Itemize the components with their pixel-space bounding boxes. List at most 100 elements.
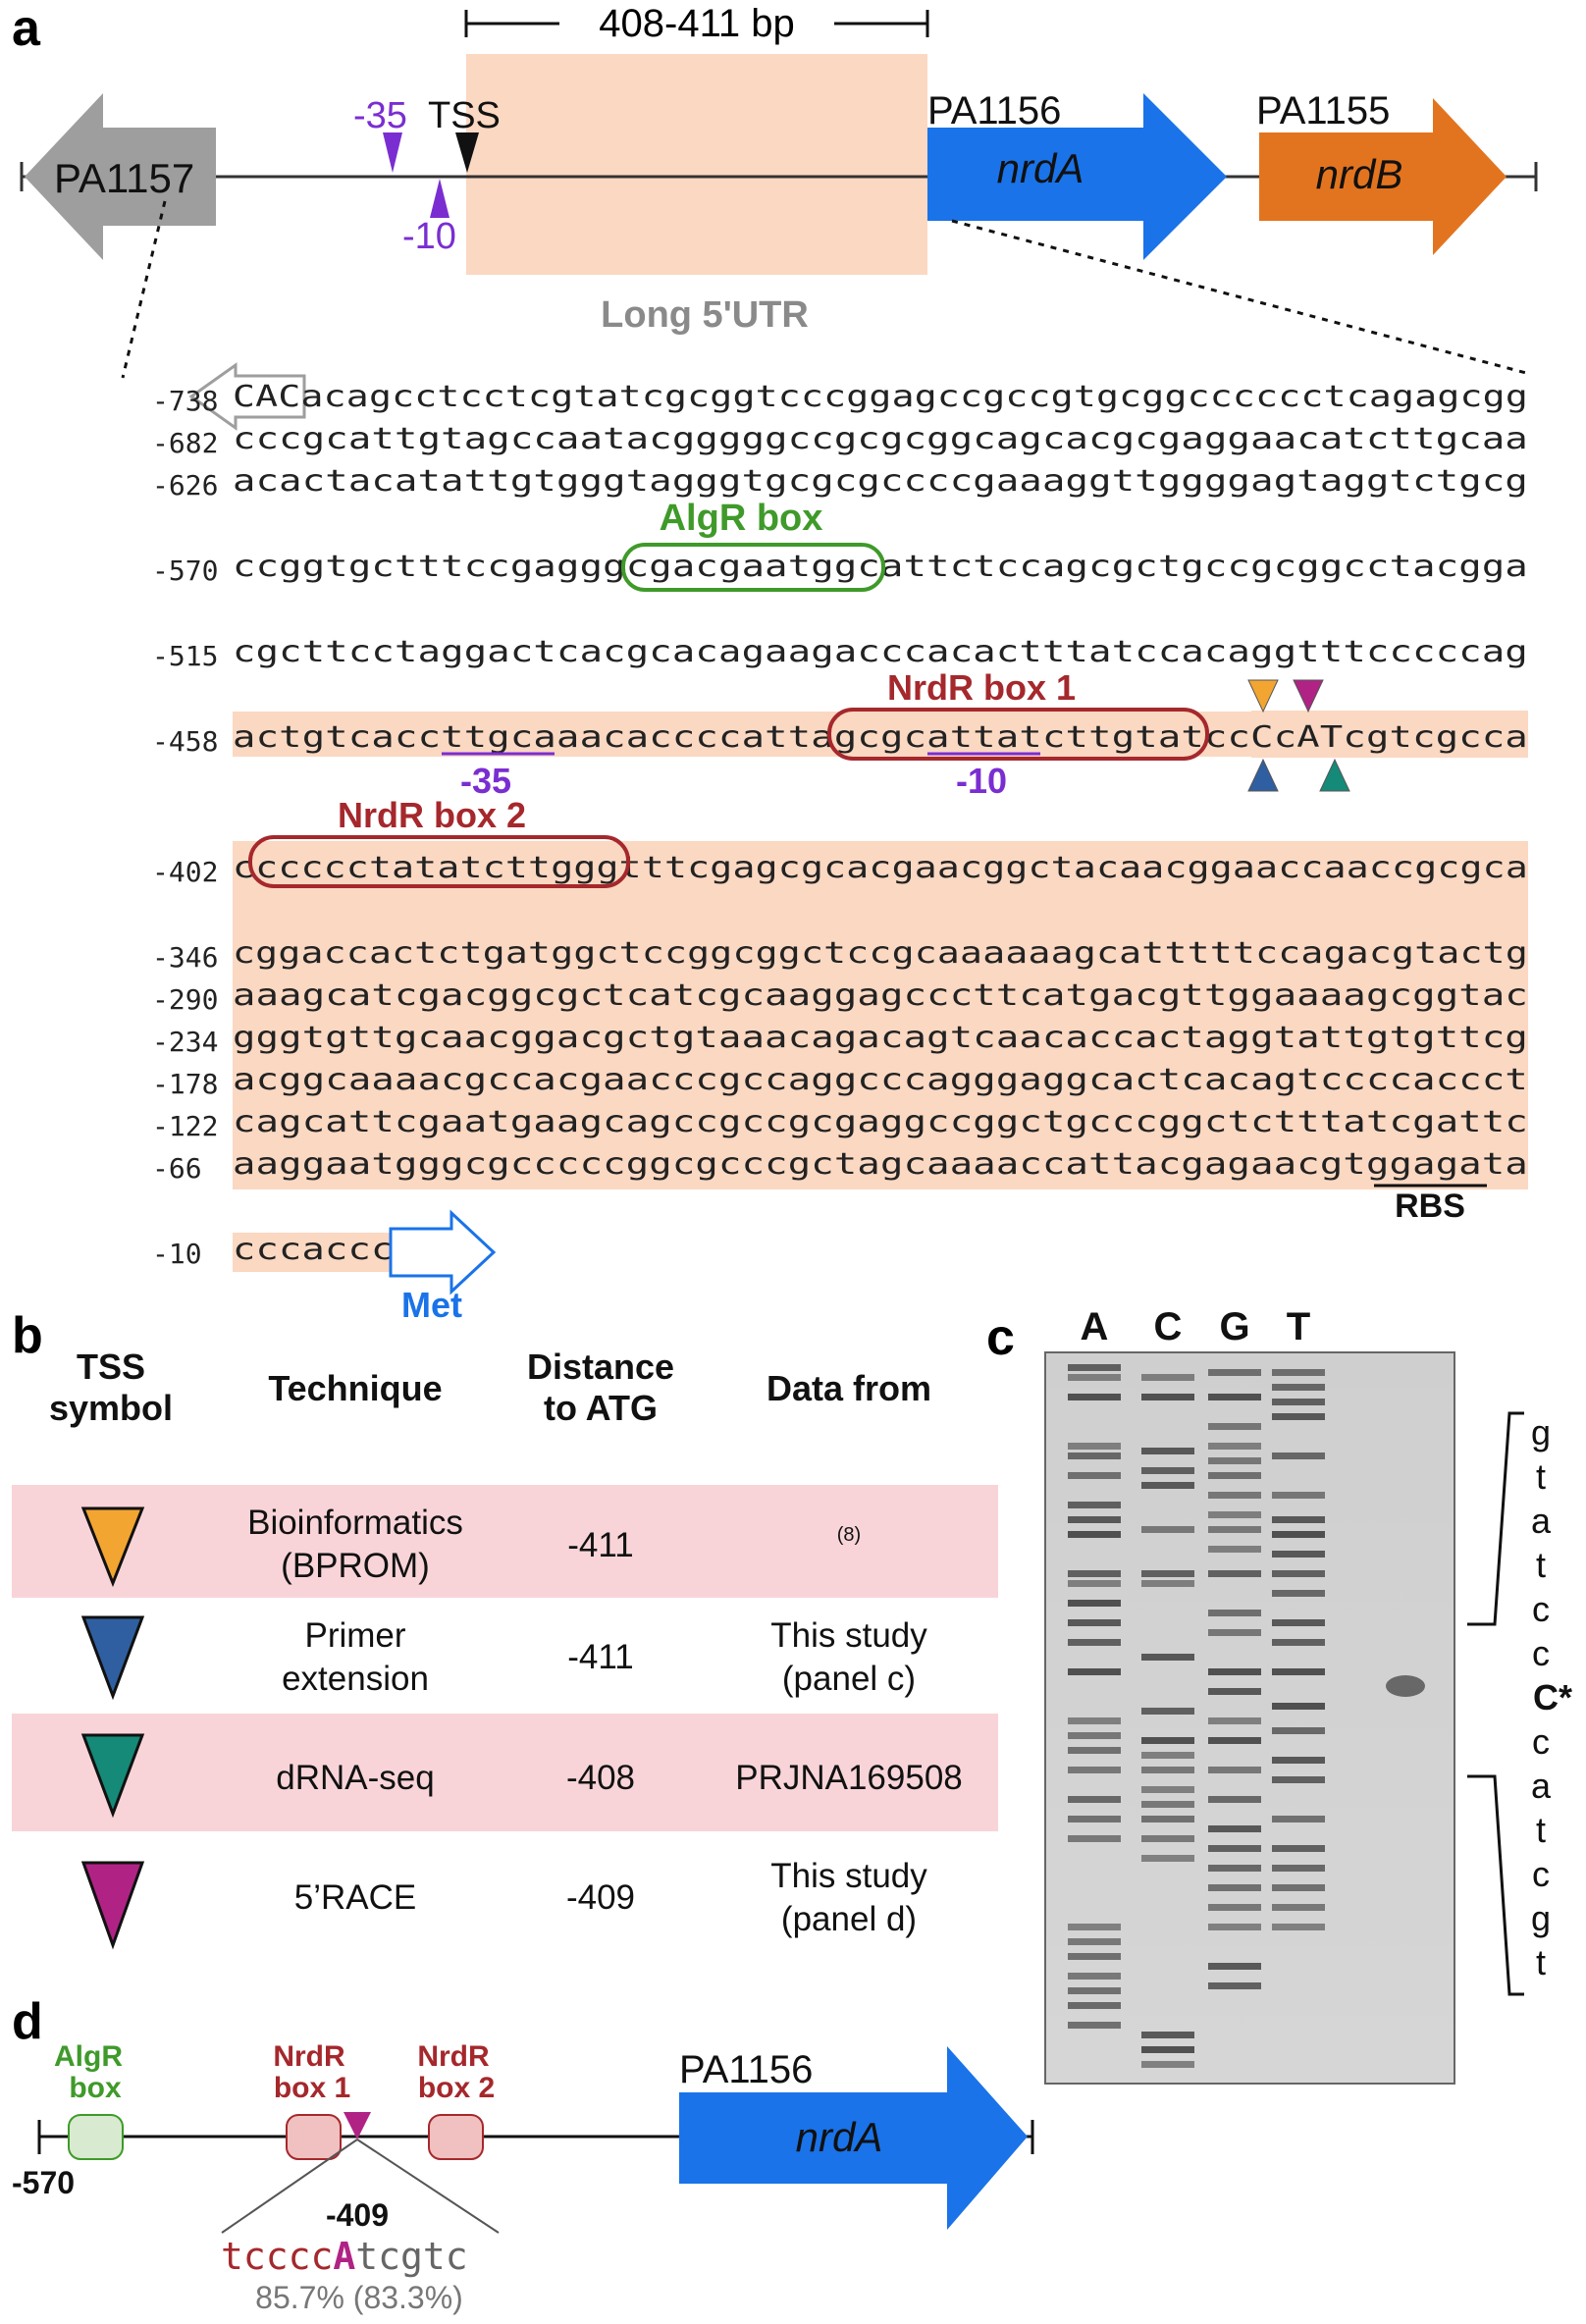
table-cell: Bioinformatics <box>247 1504 463 1542</box>
gel-band <box>1068 1580 1121 1587</box>
gel-band <box>1068 1600 1121 1607</box>
table-cell: (BPROM) <box>281 1547 430 1585</box>
gel-band <box>1068 1502 1121 1508</box>
gel-band <box>1208 1767 1261 1773</box>
readout-base: c <box>1532 1721 1550 1762</box>
gel-band <box>1272 1551 1325 1558</box>
gel-band <box>1141 2061 1194 2068</box>
minus10-marker-label: -10 <box>402 216 456 257</box>
gel-band <box>1068 1953 1121 1960</box>
gel-band <box>1068 1452 1121 1459</box>
readout-bracket-lower <box>1467 1774 1524 1996</box>
gel-band <box>1208 1369 1261 1376</box>
tss-5race-marker-d <box>344 2112 371 2139</box>
gel-band <box>1208 1472 1261 1479</box>
readout-base: t <box>1536 1810 1546 1850</box>
minus35-seq-label: -35 <box>460 761 511 801</box>
seq-pos: -66 <box>152 1152 202 1185</box>
nrda-label-d: nrdA <box>796 2114 883 2160</box>
gel-band <box>1141 1394 1194 1400</box>
gel-band <box>1068 1364 1121 1371</box>
table-cell: -411 <box>567 1526 633 1564</box>
zoom-line-d-right <box>356 2139 500 2234</box>
gel-band <box>1068 1472 1121 1479</box>
gel-band <box>1272 1884 1325 1891</box>
seq-pos: -682 <box>152 427 218 459</box>
readout-base: t <box>1536 1545 1546 1585</box>
gel-band <box>1141 1855 1194 1862</box>
sequence-block: -738 CACacagcctcctcgtatcgcggtcccggagccgc… <box>152 380 1528 1270</box>
lane-label: G <box>1219 1305 1249 1348</box>
gel-band <box>1208 1796 1261 1803</box>
seq-row: CACacagcctcctcgtatcgcggtcccggagccgccgtgc… <box>233 380 1528 414</box>
seq-pos: -515 <box>152 640 218 672</box>
gel-band <box>1141 1374 1194 1381</box>
gel-band <box>1141 1708 1194 1715</box>
table-cell: (panel c) <box>782 1660 916 1698</box>
minus35-marker <box>383 132 402 173</box>
gel-band <box>1141 1786 1194 1793</box>
table-cell: PRJNA169508 <box>735 1759 963 1797</box>
table-cell: -408 <box>566 1759 635 1797</box>
gel-band <box>1272 1492 1325 1499</box>
readout-base: a <box>1531 1501 1552 1541</box>
gel-band <box>1068 1668 1121 1675</box>
nrdb-gene-arrow <box>1259 98 1507 255</box>
gel-band <box>1272 1639 1325 1646</box>
span-indicator: 408-411 bp <box>464 2 929 45</box>
gel-readout: g t a t c c C* c a t c g t <box>1531 1412 1572 1982</box>
seq-row: acactacatattgtgggtagggtgcgcgccccgaaaggtt… <box>233 464 1528 499</box>
tss-context-seq: tccccAtcgtc <box>221 2235 468 2278</box>
table-cell: This study <box>770 1857 927 1895</box>
tss-position-label: -409 <box>326 2197 389 2233</box>
gel-band <box>1272 1452 1325 1459</box>
gel-band <box>1272 1757 1325 1764</box>
gel-band <box>1141 1835 1194 1842</box>
nrdr1-label: box 1 <box>274 2072 350 2104</box>
zoom-line-right <box>951 219 1527 375</box>
algr-box-label: AlgR box <box>660 498 823 539</box>
gel-band <box>1068 2022 1121 2029</box>
gel-band <box>1208 1443 1261 1450</box>
minus10-seq-label: -10 <box>956 761 1007 801</box>
readout-base: c <box>1532 1589 1550 1629</box>
gel-band <box>1272 1924 1325 1930</box>
utr-highlight-row-10 <box>233 1233 395 1272</box>
table-cell: (panel d) <box>781 1900 917 1938</box>
nrdr1-label: NrdR <box>273 2040 345 2073</box>
seq-row: actgtcaccttgcaaacaccccattagcgcattatcttgt… <box>233 720 1528 755</box>
gel-band <box>1068 1394 1121 1400</box>
gel-band <box>1208 1394 1261 1400</box>
panel-d-letter: d <box>12 1993 43 2050</box>
algr-label: box <box>69 2072 122 2104</box>
gel-band <box>1208 1717 1261 1724</box>
tss-5race-marker <box>1293 679 1324 713</box>
nrdr-box1-icon <box>286 2114 342 2160</box>
seq-row: cagcattcgaatgaagcagccgccgcgaggccggctgccc… <box>233 1105 1528 1139</box>
gel-band <box>1208 1924 1261 1930</box>
gel-band <box>1272 1776 1325 1783</box>
utr-highlight-row-458 <box>1251 711 1528 758</box>
pa1156-label-d: PA1156 <box>679 2048 813 2091</box>
gel-band <box>1208 1668 1261 1675</box>
readout-base: t <box>1536 1942 1546 1982</box>
nrdr2-label: NrdR <box>417 2040 490 2073</box>
readout-base: a <box>1531 1766 1552 1806</box>
gel-band <box>1068 1570 1121 1577</box>
gel-band <box>1208 1737 1261 1744</box>
readout-base: c <box>1532 1854 1550 1894</box>
gel-band <box>1208 1865 1261 1872</box>
tss-primer-extension-symbol <box>80 1615 145 1701</box>
gel-band <box>1068 1619 1121 1626</box>
minus10-marker <box>430 179 449 218</box>
gel-band <box>1141 1580 1194 1587</box>
table-row-shade <box>12 1714 998 1831</box>
lane-labels: A C G T <box>1081 1305 1311 1348</box>
seq-row: cgcttcctaggactcacgcacagaagacccacactttatc… <box>233 635 1528 669</box>
gel-band <box>1068 1374 1121 1381</box>
gel-band <box>1272 1384 1325 1391</box>
seq-pos: -626 <box>152 469 218 502</box>
nrdr-box2-outline <box>248 835 630 888</box>
seq-row: cccgcattgtagccaatacgggggccgcgcggcagcacgc… <box>233 422 1528 456</box>
met-label: Met <box>401 1285 462 1325</box>
